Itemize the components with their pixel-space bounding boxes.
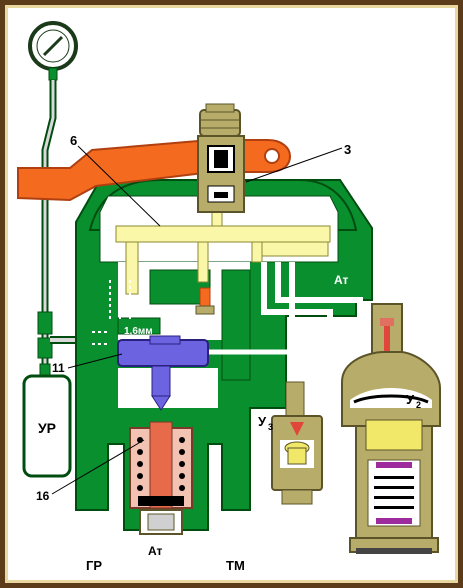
label-u1: У 1 — [196, 324, 211, 342]
callout-6-leader — [77, 145, 161, 227]
pipe-fitting-top — [37, 311, 53, 335]
lever-pivot-icon — [264, 148, 280, 164]
equalizing-reservoir — [22, 374, 72, 478]
pressure-gauge-icon — [28, 21, 78, 81]
callout-11: 11 — [52, 361, 65, 375]
label-at-bottom: Ат — [148, 544, 163, 558]
internal-wall-b — [117, 317, 161, 335]
callout-3: 3 — [344, 142, 351, 157]
label-u3-sub: 3 — [268, 422, 273, 432]
label-tm: ТМ — [226, 558, 245, 573]
callout-3-leader — [245, 147, 343, 183]
label-u3-letter: У — [258, 414, 267, 429]
gauge-pipe-inner — [43, 80, 55, 320]
label-gr: ГР — [86, 558, 102, 573]
label-u2-letter: У — [406, 392, 415, 407]
label-ur: УР — [38, 420, 56, 436]
air-pipe-u2-b — [275, 262, 363, 340]
u3-valve — [271, 381, 323, 505]
label-u3: У 3 — [258, 414, 273, 432]
label-at-top: Ат — [334, 273, 349, 287]
label-u1-sub: 1 — [206, 332, 211, 342]
u1-stop-screw — [195, 287, 215, 315]
pipe-fitting-bottom — [37, 337, 53, 359]
label-u2-sub: 2 — [416, 400, 421, 410]
solenoid-valve — [197, 135, 245, 213]
label-u2: У 2 — [406, 392, 421, 410]
reservoir-neck — [39, 363, 51, 377]
relay-piston — [117, 335, 209, 411]
label-orifice: 1,6мм — [124, 326, 153, 337]
top-nut — [199, 103, 241, 137]
internal-wall-c — [221, 269, 251, 381]
spring-assembly — [129, 421, 193, 535]
air-pipe-u2-a — [261, 262, 333, 340]
callout-16: 16 — [36, 489, 50, 503]
u2-valve — [341, 303, 441, 554]
dashed-ports — [92, 280, 131, 345]
callout-11-leader — [67, 353, 123, 369]
callout-6: 6 — [70, 133, 77, 148]
callout-16-leader — [51, 439, 145, 495]
label-u1-letter: У — [196, 324, 205, 339]
